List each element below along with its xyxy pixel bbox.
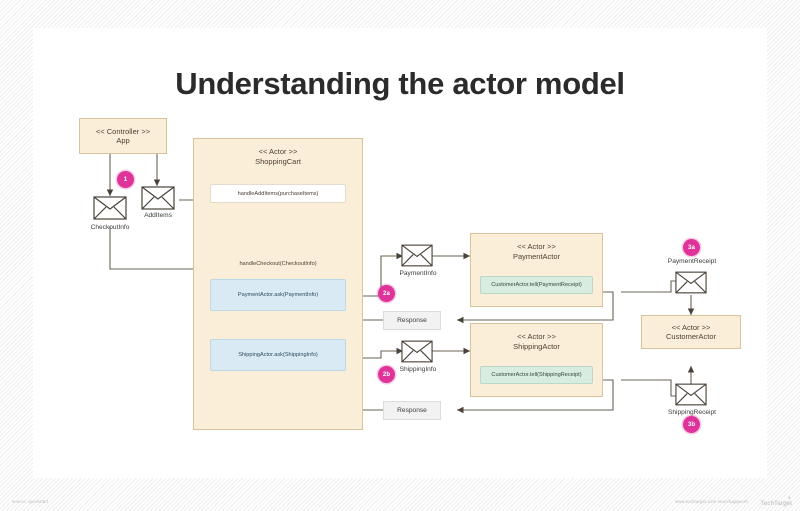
response-box-payment[interactable]: Response bbox=[383, 311, 441, 330]
envelope-label-additems: AddItems bbox=[144, 212, 172, 219]
logo-mark-icon: ◗ bbox=[787, 493, 792, 502]
method-shipping-ask[interactable]: ShippingActor.ask(ShippingInfo) bbox=[210, 339, 346, 371]
footer-credit-right: www.techtarget.com searchappacrh bbox=[675, 499, 748, 504]
method-handle-checkout[interactable]: handleCheckout(CheckoutInfo) bbox=[239, 261, 317, 267]
diagram-canvas: Understanding the actor model bbox=[33, 28, 767, 478]
envelope-label-checkoutinfo: CheckoutInfo bbox=[90, 224, 130, 231]
method-shipping-tell[interactable]: CustomerActor.tell(ShippingReceipt) bbox=[480, 366, 593, 384]
envelope-additems-icon[interactable] bbox=[141, 186, 175, 215]
method-payment-tell[interactable]: CustomerActor.tell(PaymentReceipt) bbox=[480, 276, 593, 294]
step-badge-2a: 2a bbox=[378, 285, 395, 302]
techtarget-logo: ◗ TechTarget bbox=[760, 493, 792, 508]
envelope-shippinginfo-icon[interactable] bbox=[401, 340, 433, 368]
page-title: Understanding the actor model bbox=[175, 66, 625, 101]
actor-header-paymentactor: << Actor >> PaymentActor bbox=[471, 242, 602, 262]
controller-stereotype: << Controller >> bbox=[95, 126, 151, 136]
method-payment-ask[interactable]: PaymentActor.ask(PaymentInfo) bbox=[210, 279, 346, 311]
actor-stereotype: << Actor >> bbox=[517, 332, 556, 341]
envelope-shippingreceipt-icon[interactable] bbox=[675, 383, 707, 411]
actor-name: PaymentActor bbox=[512, 252, 561, 262]
actor-name: ShoppingCart bbox=[255, 157, 301, 167]
controller-name: App bbox=[116, 136, 130, 145]
step-badge-2b: 2b bbox=[378, 366, 395, 383]
envelope-label-paymentinfo: PaymentInfo bbox=[399, 270, 437, 277]
actor-box-customeractor[interactable]: << Actor >> CustomerActor bbox=[641, 315, 741, 349]
footer-credit-left: source: quickstart bbox=[12, 499, 49, 504]
actor-stereotype: << Actor >> bbox=[258, 147, 298, 156]
step-badge-3a: 3a bbox=[683, 239, 700, 256]
actor-box-paymentactor[interactable]: << Actor >> PaymentActor CustomerActor.t… bbox=[470, 233, 603, 307]
controller-app-box[interactable]: << Controller >> App bbox=[79, 118, 167, 154]
actor-name: CustomerActor bbox=[665, 332, 716, 341]
step-badge-3b: 3b bbox=[683, 416, 700, 433]
logo-text: TechTarget bbox=[760, 501, 792, 507]
envelope-label-shippingreceipt: ShippingReceipt bbox=[667, 409, 717, 416]
envelope-checkoutinfo-icon[interactable] bbox=[93, 196, 127, 225]
actor-stereotype: << Actor >> bbox=[517, 242, 556, 251]
actor-header-shoppingcart: << Actor >> ShoppingCart bbox=[194, 147, 362, 167]
response-box-shipping[interactable]: Response bbox=[383, 401, 441, 420]
actor-box-shoppingcart[interactable]: << Actor >> ShoppingCart handleAddItems(… bbox=[193, 138, 363, 430]
actor-name: ShippingActor bbox=[513, 342, 560, 352]
envelope-paymentreceipt-icon[interactable] bbox=[675, 271, 707, 299]
actor-stereotype: << Actor >> bbox=[671, 322, 711, 332]
envelope-label-shippinginfo: ShippingInfo bbox=[399, 366, 437, 373]
method-handle-add-items[interactable]: handleAddItems(purchaseItems) bbox=[210, 184, 346, 203]
actor-box-shippingactor[interactable]: << Actor >> ShippingActor CustomerActor.… bbox=[470, 323, 603, 397]
step-badge-1: 1 bbox=[117, 171, 134, 188]
actor-header-shippingactor: << Actor >> ShippingActor bbox=[471, 332, 602, 352]
envelope-label-paymentreceipt: PaymentReceipt bbox=[667, 258, 717, 265]
envelope-paymentinfo-icon[interactable] bbox=[401, 244, 433, 272]
